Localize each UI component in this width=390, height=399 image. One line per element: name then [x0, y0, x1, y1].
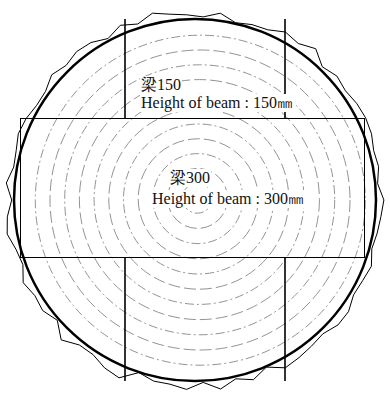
beam-height-text: Height of beam : 300㎜ [151, 190, 305, 208]
beam-label: 梁150 [140, 76, 182, 94]
beam-300: 梁300Height of beam : 300㎜ [20, 118, 365, 258]
bark-outline [6, 13, 384, 389]
growth-rings [35, 35, 365, 365]
beam-label: 梁300 [169, 169, 211, 187]
log-circle [14, 19, 376, 381]
beam-height-text: Height of beam : 150㎜ [140, 94, 294, 112]
